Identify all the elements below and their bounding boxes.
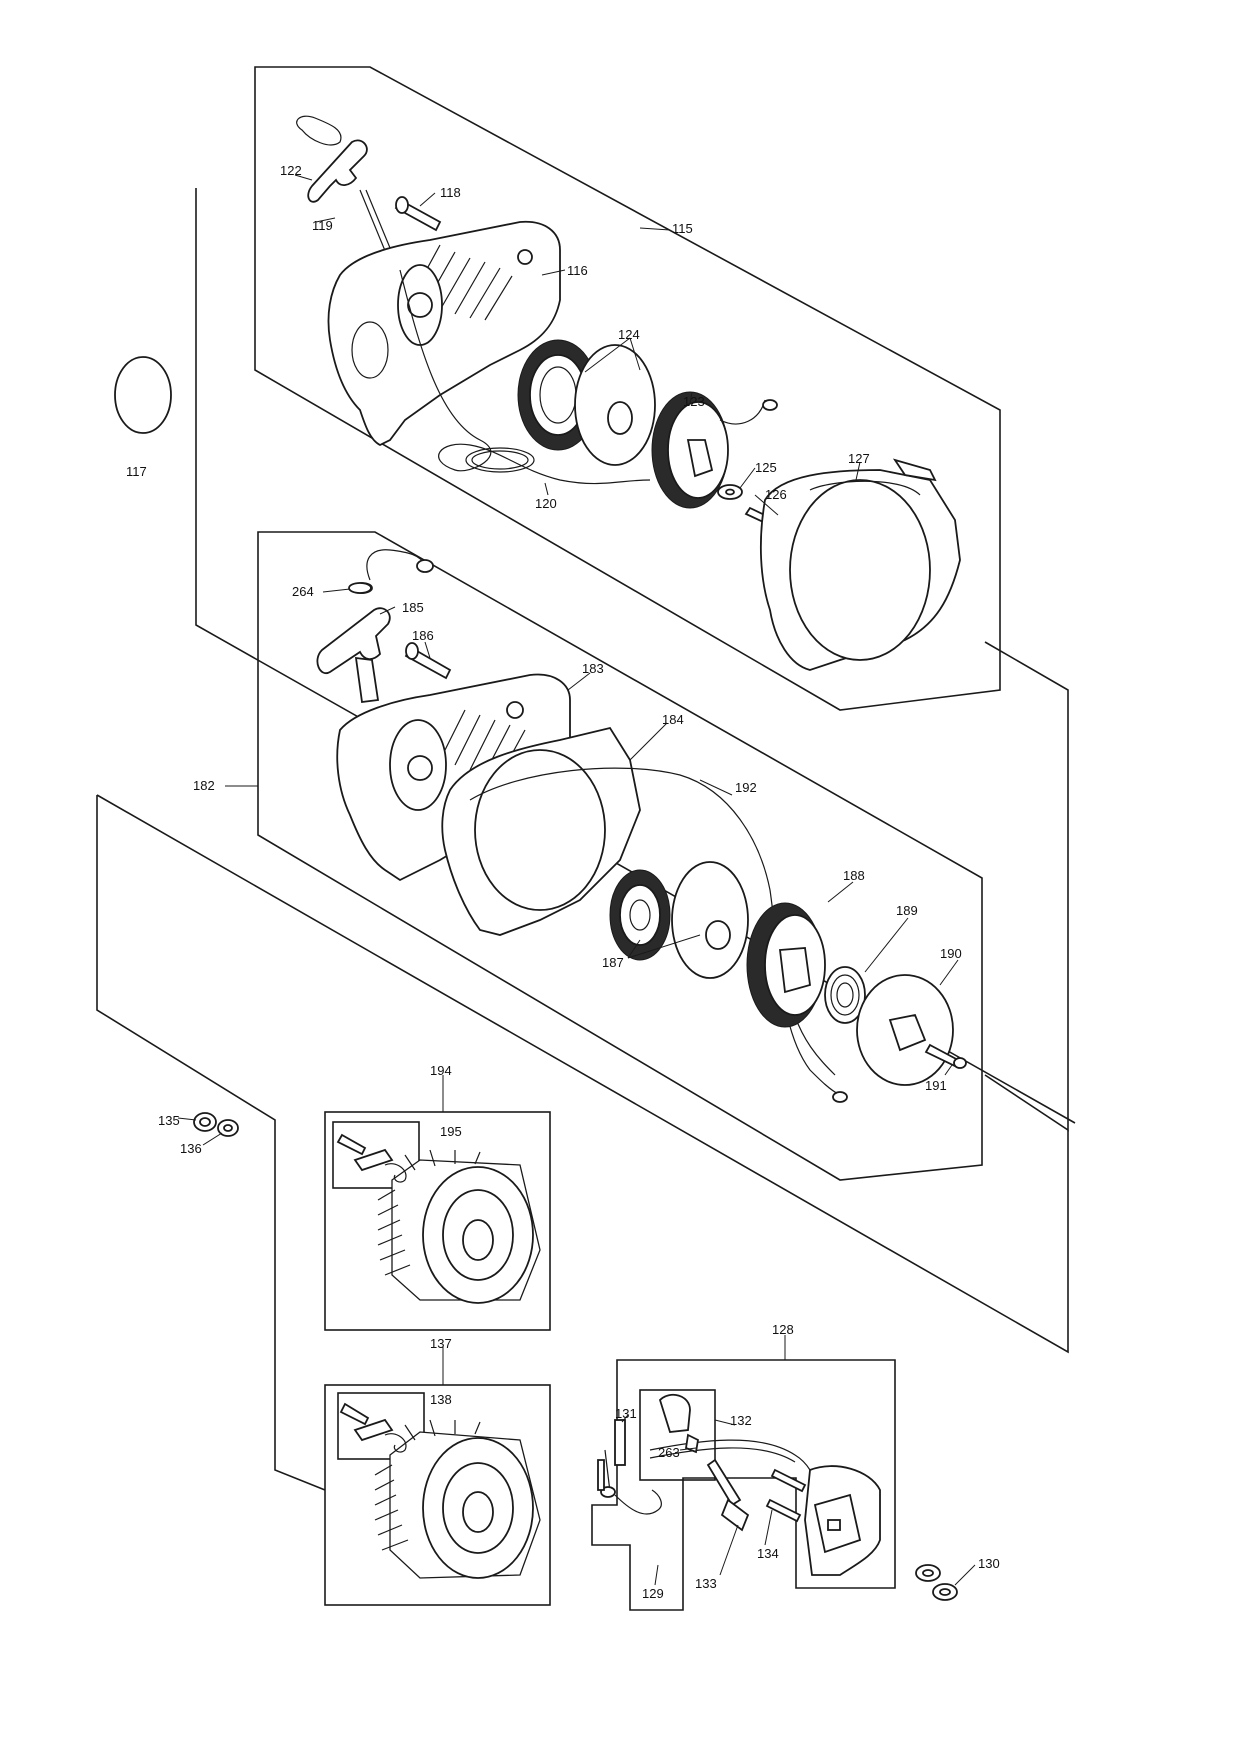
label-185: 185 [402, 600, 424, 615]
label-115: 115 [672, 221, 693, 236]
washer-130 [915, 1564, 958, 1601]
label-130: 130 [978, 1556, 1000, 1571]
label-135: 135 [158, 1113, 180, 1128]
bolt-186 [404, 642, 452, 680]
label-183: 183 [582, 661, 604, 676]
group-frame-183 [257, 531, 983, 1181]
label-138: 138 [430, 1392, 452, 1407]
leader-lines [177, 174, 976, 1586]
washer-125 [717, 484, 743, 500]
fan-cover-127 [759, 458, 961, 671]
label-132: 132 [730, 1413, 752, 1428]
rope-reel-188 [746, 902, 826, 1028]
starter-rope-120 [399, 269, 651, 485]
group-frame-115 [254, 66, 1001, 711]
label-187: 187 [602, 955, 624, 970]
label-182: 182 [193, 778, 215, 793]
bolt-118 [394, 196, 442, 232]
group-frame-194 [324, 1111, 551, 1331]
spark-plug-cap-132 [658, 1393, 699, 1454]
handle-185 [316, 549, 434, 704]
screw-263 [597, 1459, 605, 1491]
label-188: 188 [843, 868, 865, 883]
label-134: 134 [757, 1546, 779, 1561]
pulley-190 [856, 974, 954, 1086]
label-190: 190 [940, 946, 962, 961]
ignition-coil-128 [649, 1439, 881, 1576]
fan-cover-184 [441, 726, 641, 936]
o-ring-117 [114, 356, 172, 434]
label-264: 264 [292, 584, 314, 599]
label-129: 129 [642, 1586, 664, 1601]
flywheel-137 [374, 1419, 541, 1579]
group-frame-132 [639, 1389, 716, 1481]
label-195: 195 [440, 1124, 462, 1139]
pawl-kit-195 [336, 1133, 407, 1183]
bolt-134 [765, 1468, 807, 1523]
label-186: 186 [412, 628, 434, 643]
spring-189 [824, 966, 866, 1024]
label-120: 120 [535, 496, 557, 511]
label-126: 126 [765, 487, 787, 502]
flywheel-194 [377, 1149, 541, 1304]
nut-135 [193, 1112, 217, 1132]
label-116: 116 [567, 263, 588, 278]
rope-reel-123 [651, 391, 778, 509]
group-frame-flywheel [96, 795, 326, 1491]
label-194: 194 [430, 1063, 452, 1078]
cable-129 [600, 1449, 662, 1515]
hose-131 [614, 1419, 626, 1466]
group-frame-128 [591, 1359, 896, 1611]
label-127: 127 [848, 451, 870, 466]
group-frame-137 [324, 1384, 551, 1606]
label-123: 123 [683, 394, 705, 409]
group-frame-right-182 [984, 641, 1069, 1132]
recoil-spring-187 [609, 861, 749, 979]
label-128: 128 [772, 1322, 794, 1337]
starter-housing-116 [327, 220, 561, 447]
label-122: 122 [280, 163, 302, 178]
label-184: 184 [662, 712, 684, 727]
part-labels: 115 116 117 118 119 120 122 123 124 125 … [126, 163, 1000, 1601]
washer-136 [217, 1119, 239, 1137]
label-263: 263 [658, 1445, 680, 1460]
label-118: 118 [440, 185, 461, 200]
group-frame-138 [337, 1392, 425, 1460]
label-125: 125 [755, 460, 777, 475]
sealing-ring-264 [348, 582, 372, 594]
label-192: 192 [735, 780, 757, 795]
group-frame-195 [332, 1121, 420, 1189]
label-189: 189 [896, 903, 918, 918]
recoil-spring-124 [517, 339, 656, 466]
label-117: 117 [126, 464, 147, 479]
label-133: 133 [695, 1576, 717, 1591]
label-136: 136 [180, 1141, 202, 1156]
group-frame-194-connector [96, 794, 1069, 1354]
label-131: 131 [615, 1406, 637, 1421]
screw-191 [924, 1043, 967, 1069]
label-124: 124 [618, 327, 640, 342]
spark-plug-133 [706, 1458, 750, 1532]
pawl-kit-138 [339, 1402, 407, 1453]
label-137: 137 [430, 1336, 452, 1351]
label-119: 119 [312, 218, 333, 233]
label-191: 191 [925, 1078, 947, 1093]
